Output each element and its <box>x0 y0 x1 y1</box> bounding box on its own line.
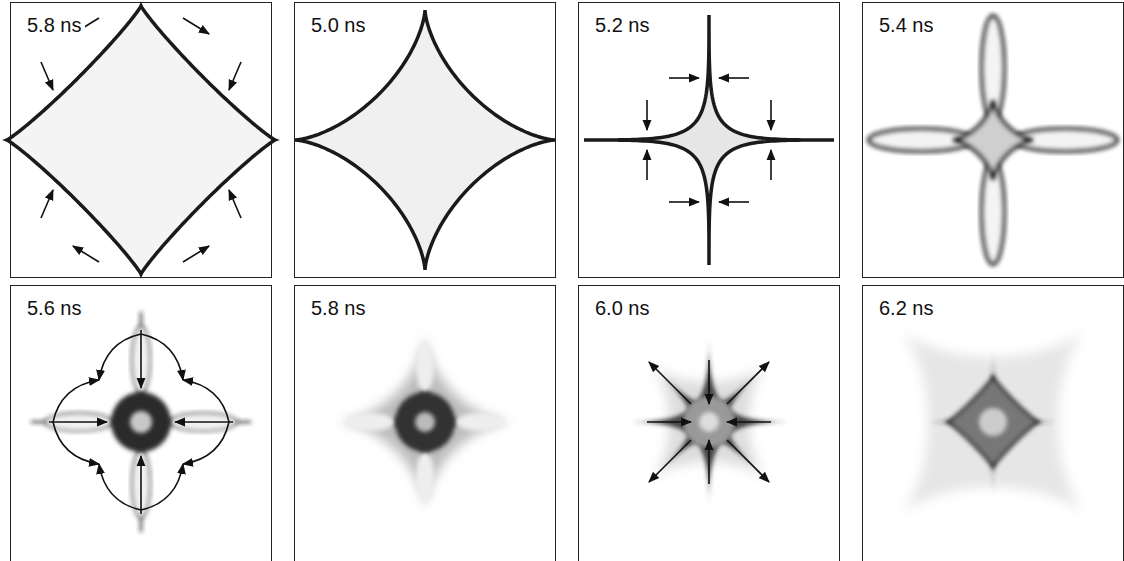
plasma-shape <box>699 412 719 432</box>
motion-arrow <box>708 360 710 404</box>
plasma-shape <box>619 332 799 512</box>
time-label: 5.4 ns <box>875 13 937 38</box>
motion-arrow <box>727 421 771 423</box>
motion-arrow <box>770 100 772 130</box>
time-label: 5.6 ns <box>23 296 85 321</box>
time-panel: 5.8 ns <box>294 285 556 561</box>
time-panel: 6.2 ns <box>862 285 1124 561</box>
plasma-shape <box>416 341 434 393</box>
motion-arrow <box>646 150 648 180</box>
motion-arrow <box>649 440 691 482</box>
motion-arrow <box>49 421 107 423</box>
motion-arrow <box>727 440 769 482</box>
motion-arrow <box>770 150 772 180</box>
plasma-shape <box>415 412 435 432</box>
motion-arrow <box>141 334 183 380</box>
motion-arrow <box>708 440 710 484</box>
plasma-shape <box>344 413 396 431</box>
plasma-shape <box>337 334 513 510</box>
motion-arrow <box>99 464 141 510</box>
motion-arrow <box>719 201 749 203</box>
time-label: 5.8 ns <box>307 296 369 321</box>
plasma-shape <box>416 451 434 503</box>
plasma-shape <box>908 337 1078 507</box>
plasma-shape <box>31 312 251 532</box>
plasma-shape <box>395 392 455 452</box>
time-label: 5.0 ns <box>307 13 369 38</box>
motion-arrow <box>99 334 141 380</box>
motion-arrow <box>73 246 99 262</box>
motion-arrow <box>183 422 229 464</box>
motion-arrow <box>647 421 691 423</box>
motion-arrow <box>229 190 241 218</box>
motion-arrow <box>669 201 699 203</box>
motion-arrow <box>41 190 53 218</box>
motion-arrow <box>53 380 99 422</box>
motion-arrow <box>669 77 699 79</box>
motion-arrow <box>229 62 241 90</box>
motion-arrow <box>727 362 769 404</box>
time-label: 6.2 ns <box>875 296 937 321</box>
time-panel: 5.6 ns <box>10 285 272 561</box>
motion-arrow <box>646 100 648 130</box>
time-panel: 5.8 ns <box>10 2 272 278</box>
plasma-shape <box>295 10 555 270</box>
motion-arrow <box>140 456 142 514</box>
plasma-shape <box>953 100 1033 180</box>
motion-arrow <box>141 464 183 510</box>
time-panel: 5.2 ns <box>578 2 840 278</box>
motion-arrow <box>719 77 749 79</box>
plasma-shape <box>979 408 1007 436</box>
motion-arrow <box>183 18 209 34</box>
motion-arrow <box>183 380 229 422</box>
plasma-shape <box>584 15 834 265</box>
plasma-shape <box>454 413 506 431</box>
motion-arrow <box>175 421 233 423</box>
plasma-shape <box>596 309 822 535</box>
time-label: 6.0 ns <box>591 296 653 321</box>
plasma-shape <box>607 320 811 524</box>
time-label: 5.2 ns <box>591 13 653 38</box>
plasma-shape <box>7 6 275 274</box>
motion-arrow <box>53 422 99 464</box>
time-panel: 5.4 ns <box>862 2 1124 278</box>
plasma-shape <box>809 238 1124 561</box>
motion-arrow <box>41 62 53 90</box>
time-panel: 6.0 ns <box>578 285 840 561</box>
time-label: 5.8 ns <box>23 13 85 38</box>
motion-arrow <box>649 362 691 404</box>
plasma-shape <box>111 392 171 452</box>
motion-arrow <box>140 330 142 388</box>
plasma-shape <box>948 377 1038 467</box>
plasma-shape <box>325 322 525 522</box>
motion-arrow <box>183 246 209 262</box>
plasma-shape <box>130 411 152 433</box>
time-panel: 5.0 ns <box>294 2 556 278</box>
